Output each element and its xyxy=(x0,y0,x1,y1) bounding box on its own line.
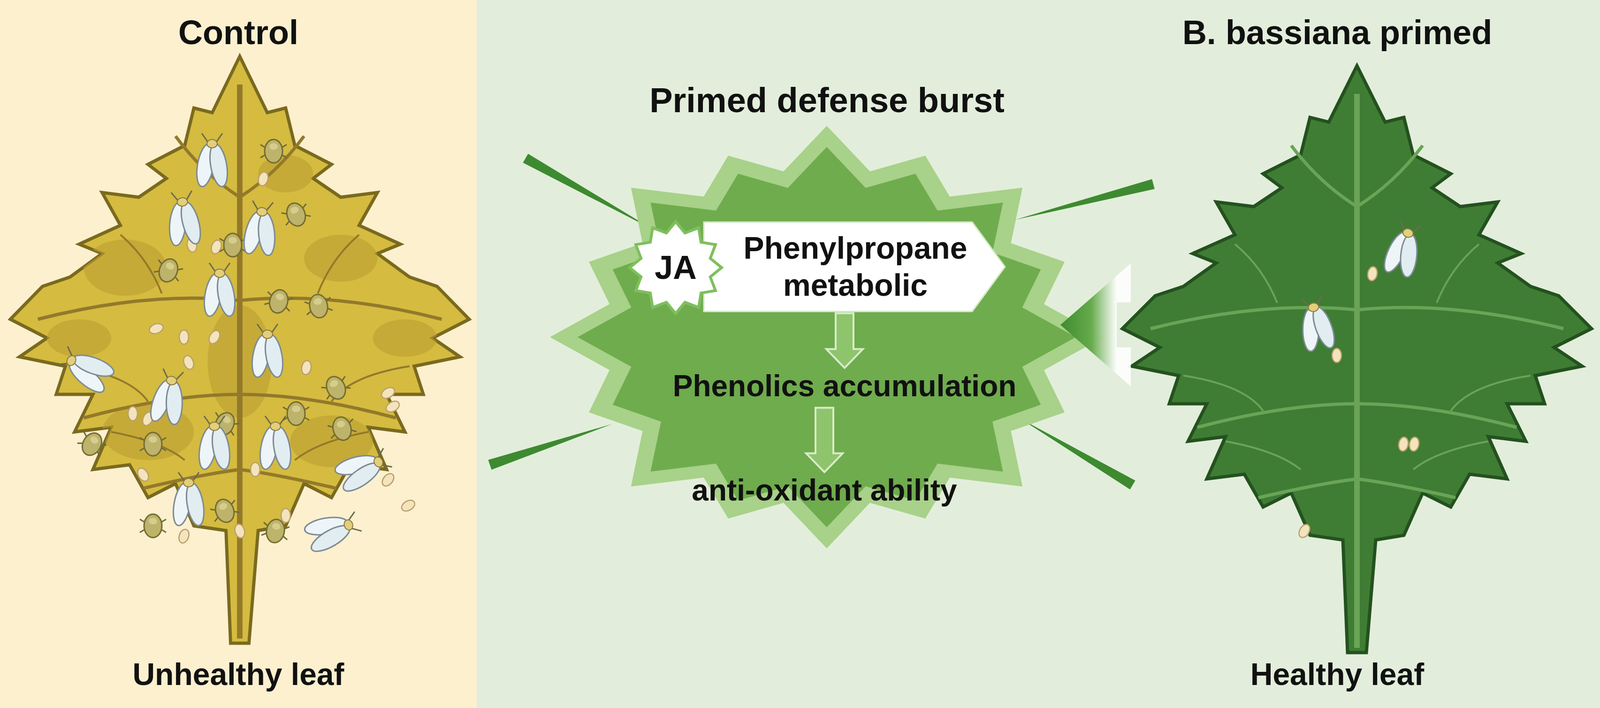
egg xyxy=(147,321,165,336)
egg xyxy=(206,328,222,346)
egg xyxy=(179,329,189,344)
egg xyxy=(1332,348,1342,363)
egg xyxy=(209,238,223,255)
whitefly xyxy=(163,190,205,248)
leaf-blade xyxy=(1122,65,1592,653)
nymph xyxy=(152,254,185,286)
eggs xyxy=(128,170,1420,545)
whitefly xyxy=(1379,218,1429,281)
node-text: Primed defense burst xyxy=(548,79,1105,122)
egg xyxy=(233,522,246,539)
egg xyxy=(140,410,156,427)
egg xyxy=(135,465,151,483)
egg xyxy=(1397,435,1410,452)
nymph xyxy=(326,413,358,444)
hormone-star: JA xyxy=(628,220,723,315)
healthy-leaf xyxy=(1122,65,1592,653)
nymph xyxy=(219,233,246,257)
egg xyxy=(1408,435,1421,452)
egg xyxy=(256,170,270,187)
node-text: JA xyxy=(654,247,697,288)
whitefly xyxy=(201,262,238,318)
whitefly xyxy=(170,472,207,527)
whitefly xyxy=(300,503,365,557)
egg xyxy=(399,497,417,513)
whitefly xyxy=(193,133,230,188)
node-text: B. bassiana primed xyxy=(1182,12,1493,53)
egg xyxy=(186,236,199,253)
burst-ray xyxy=(1020,418,1136,490)
pathway-arrow-box: Phenylpropane metabolic xyxy=(703,221,1006,312)
nymph xyxy=(139,432,167,456)
egg xyxy=(1366,265,1379,282)
leaf-blade xyxy=(10,56,470,643)
node-text: Healthy leaf xyxy=(1250,655,1425,693)
node-text: Unhealthy leaf xyxy=(132,655,344,693)
nymphs xyxy=(74,139,358,545)
egg xyxy=(176,527,191,544)
whitefly xyxy=(330,441,396,497)
leaf-veins xyxy=(38,84,442,639)
whitefly xyxy=(53,339,119,398)
nymph xyxy=(208,495,242,526)
nymph xyxy=(279,198,313,230)
primed-background xyxy=(476,0,1600,708)
egg xyxy=(300,359,313,375)
node-text: Phenylpropane metabolic xyxy=(737,229,974,304)
leaf-blotches xyxy=(46,154,437,467)
whitefly xyxy=(145,366,191,427)
control-background xyxy=(0,0,477,708)
nymph xyxy=(303,292,334,320)
primed-panel: B. bassiana primedHealthy leaf xyxy=(1116,0,1558,708)
result-label: anti-oxidant ability xyxy=(687,470,961,511)
result-label: Phenolics accumulation xyxy=(669,365,1021,406)
whitefly xyxy=(240,199,282,258)
nymph xyxy=(282,401,310,426)
egg xyxy=(380,471,397,488)
egg xyxy=(281,508,291,523)
burst-core xyxy=(577,146,1076,527)
unhealthy-leaf xyxy=(10,56,470,643)
whitefly xyxy=(249,323,286,379)
flow-arrow xyxy=(826,312,863,368)
burst-rim xyxy=(549,125,1104,549)
node-text: Phenolics accumulation xyxy=(672,367,1017,404)
nymph xyxy=(319,371,353,404)
defense-burst: Primed defense burstJA Phenylpropane meta… xyxy=(548,79,1105,578)
egg xyxy=(384,398,402,414)
control-panel: ControlUnhealthy leaf xyxy=(0,0,477,708)
egg xyxy=(1296,522,1312,540)
arrow-box-outline xyxy=(703,221,1006,312)
nymph xyxy=(139,513,167,538)
node-text: anti-oxidant ability xyxy=(691,472,957,509)
nymph xyxy=(74,426,109,461)
flow-arrow xyxy=(806,407,843,472)
burst-ray xyxy=(523,153,654,230)
burst-ray xyxy=(488,423,613,470)
egg xyxy=(181,353,196,371)
whiteflies xyxy=(53,133,1429,557)
node-text: Control xyxy=(178,12,299,53)
nymph xyxy=(262,286,295,317)
whitefly xyxy=(257,415,294,471)
burst-ray xyxy=(1015,178,1155,220)
egg xyxy=(379,385,397,401)
whitefly xyxy=(196,415,233,471)
flow-arrow xyxy=(1060,263,1131,387)
egg xyxy=(250,462,260,477)
whitefly xyxy=(1293,293,1339,354)
star-outline xyxy=(629,221,722,314)
leaf-veins xyxy=(1150,93,1564,648)
nymph xyxy=(207,407,242,441)
nymph xyxy=(260,517,291,545)
nymph xyxy=(260,139,287,163)
egg xyxy=(128,406,138,421)
